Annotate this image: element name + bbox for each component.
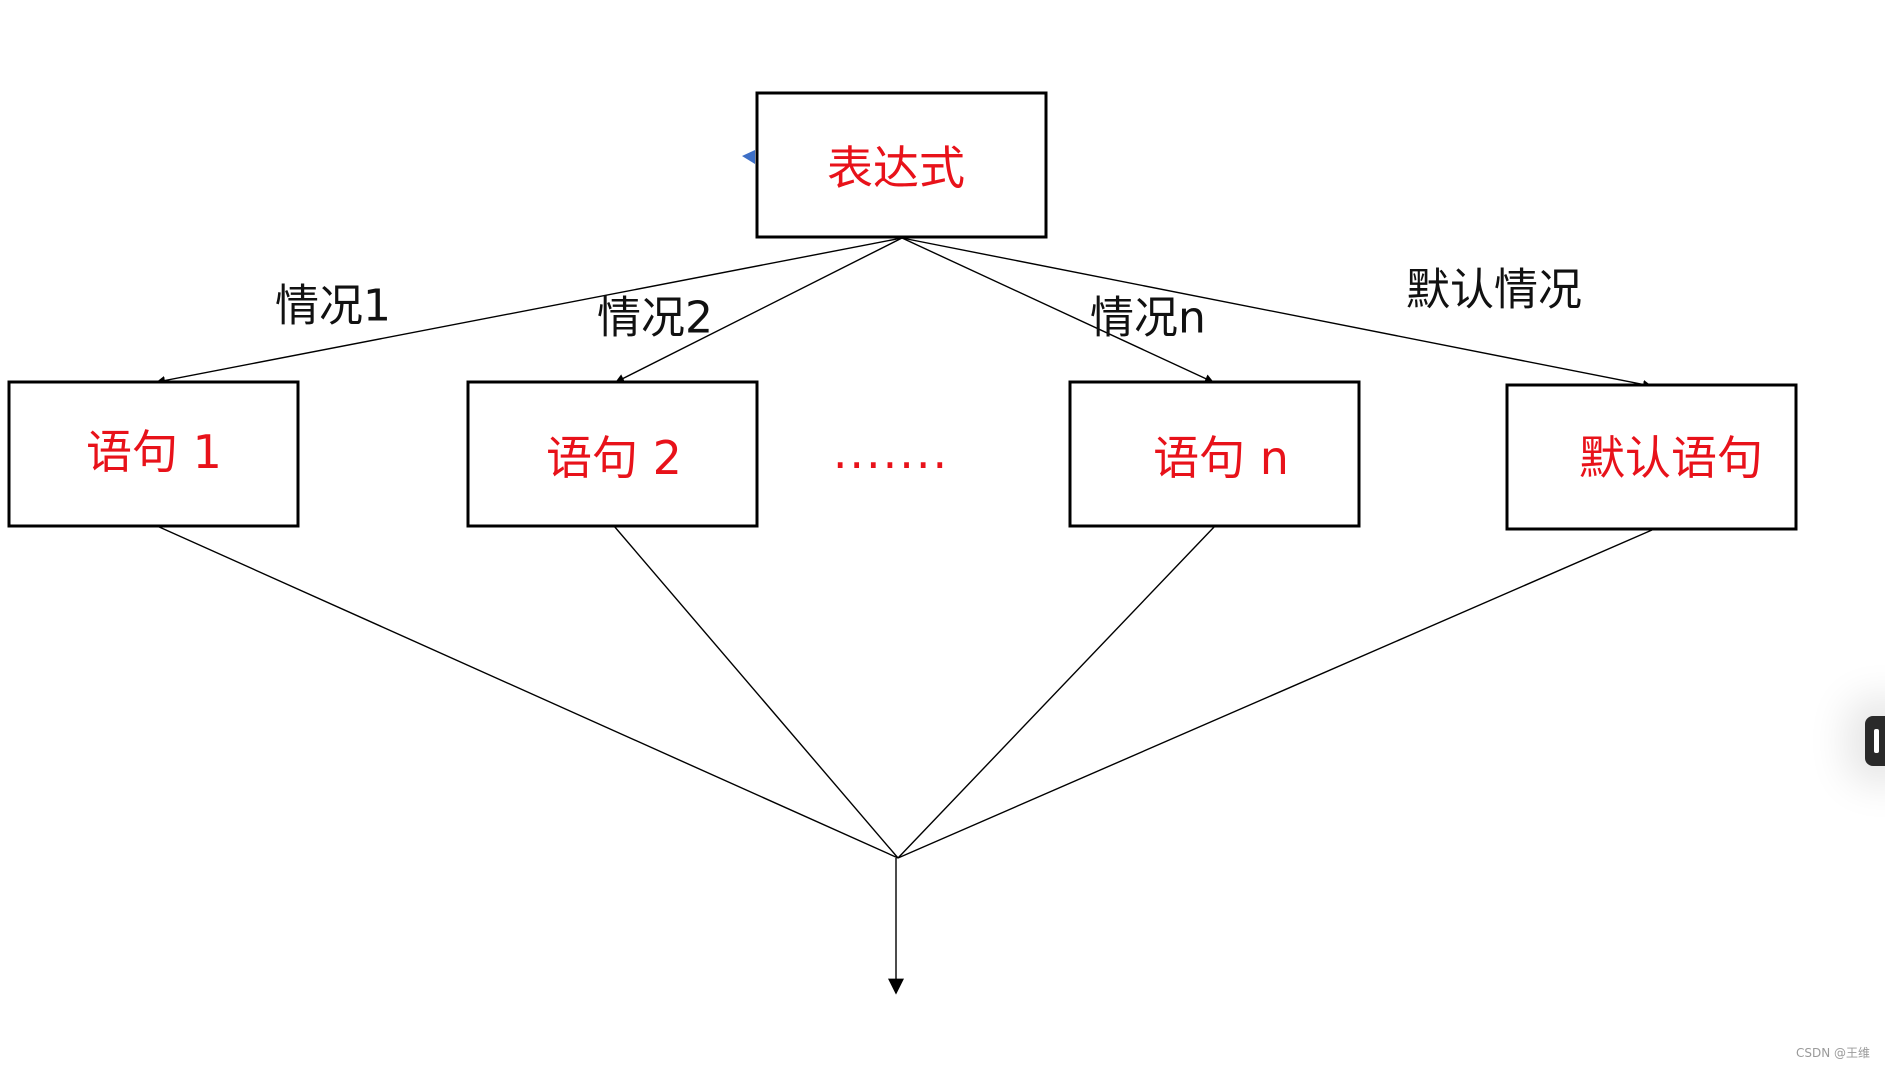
case-2-label: 情况2 [597, 293, 713, 344]
expression-label: 表达式 [827, 141, 965, 195]
edge-case-2 [615, 237, 903, 383]
default-case-label: 默认情况 [1406, 265, 1582, 316]
statement-n-label: 语句 n [1153, 431, 1289, 485]
default-statement-label: 默认语句 [1579, 431, 1763, 485]
merge-line-1 [156, 525, 899, 859]
grip-icon [1874, 729, 1879, 753]
selection-marker-icon [742, 150, 755, 164]
statement-n-node: 语句 n [1068, 380, 1361, 528]
default-statement-node: 默认语句 [1505, 383, 1798, 531]
case-n-label: 情况n [1090, 293, 1206, 344]
edge-default-case [901, 237, 1652, 389]
edge-case-1 [156, 237, 903, 385]
side-panel-handle[interactable] [1865, 716, 1885, 766]
statement-2-node: 语句 2 [466, 380, 759, 528]
expression-node: 表达式 [755, 91, 1048, 239]
merge-line-2 [613, 525, 899, 859]
statement-2-label: 语句 2 [546, 431, 682, 485]
watermark-text: CSDN @王维 [1796, 1046, 1870, 1060]
edge-case-n [901, 237, 1214, 383]
merge-line-default [897, 529, 1653, 859]
merge-line-n [897, 525, 1216, 859]
statement-1-label: 语句 1 [86, 425, 222, 479]
statement-1-node: 语句 1 [7, 380, 300, 528]
ellipsis-placeholder: ....... [833, 425, 949, 479]
case-1-label: 情况1 [275, 281, 391, 332]
